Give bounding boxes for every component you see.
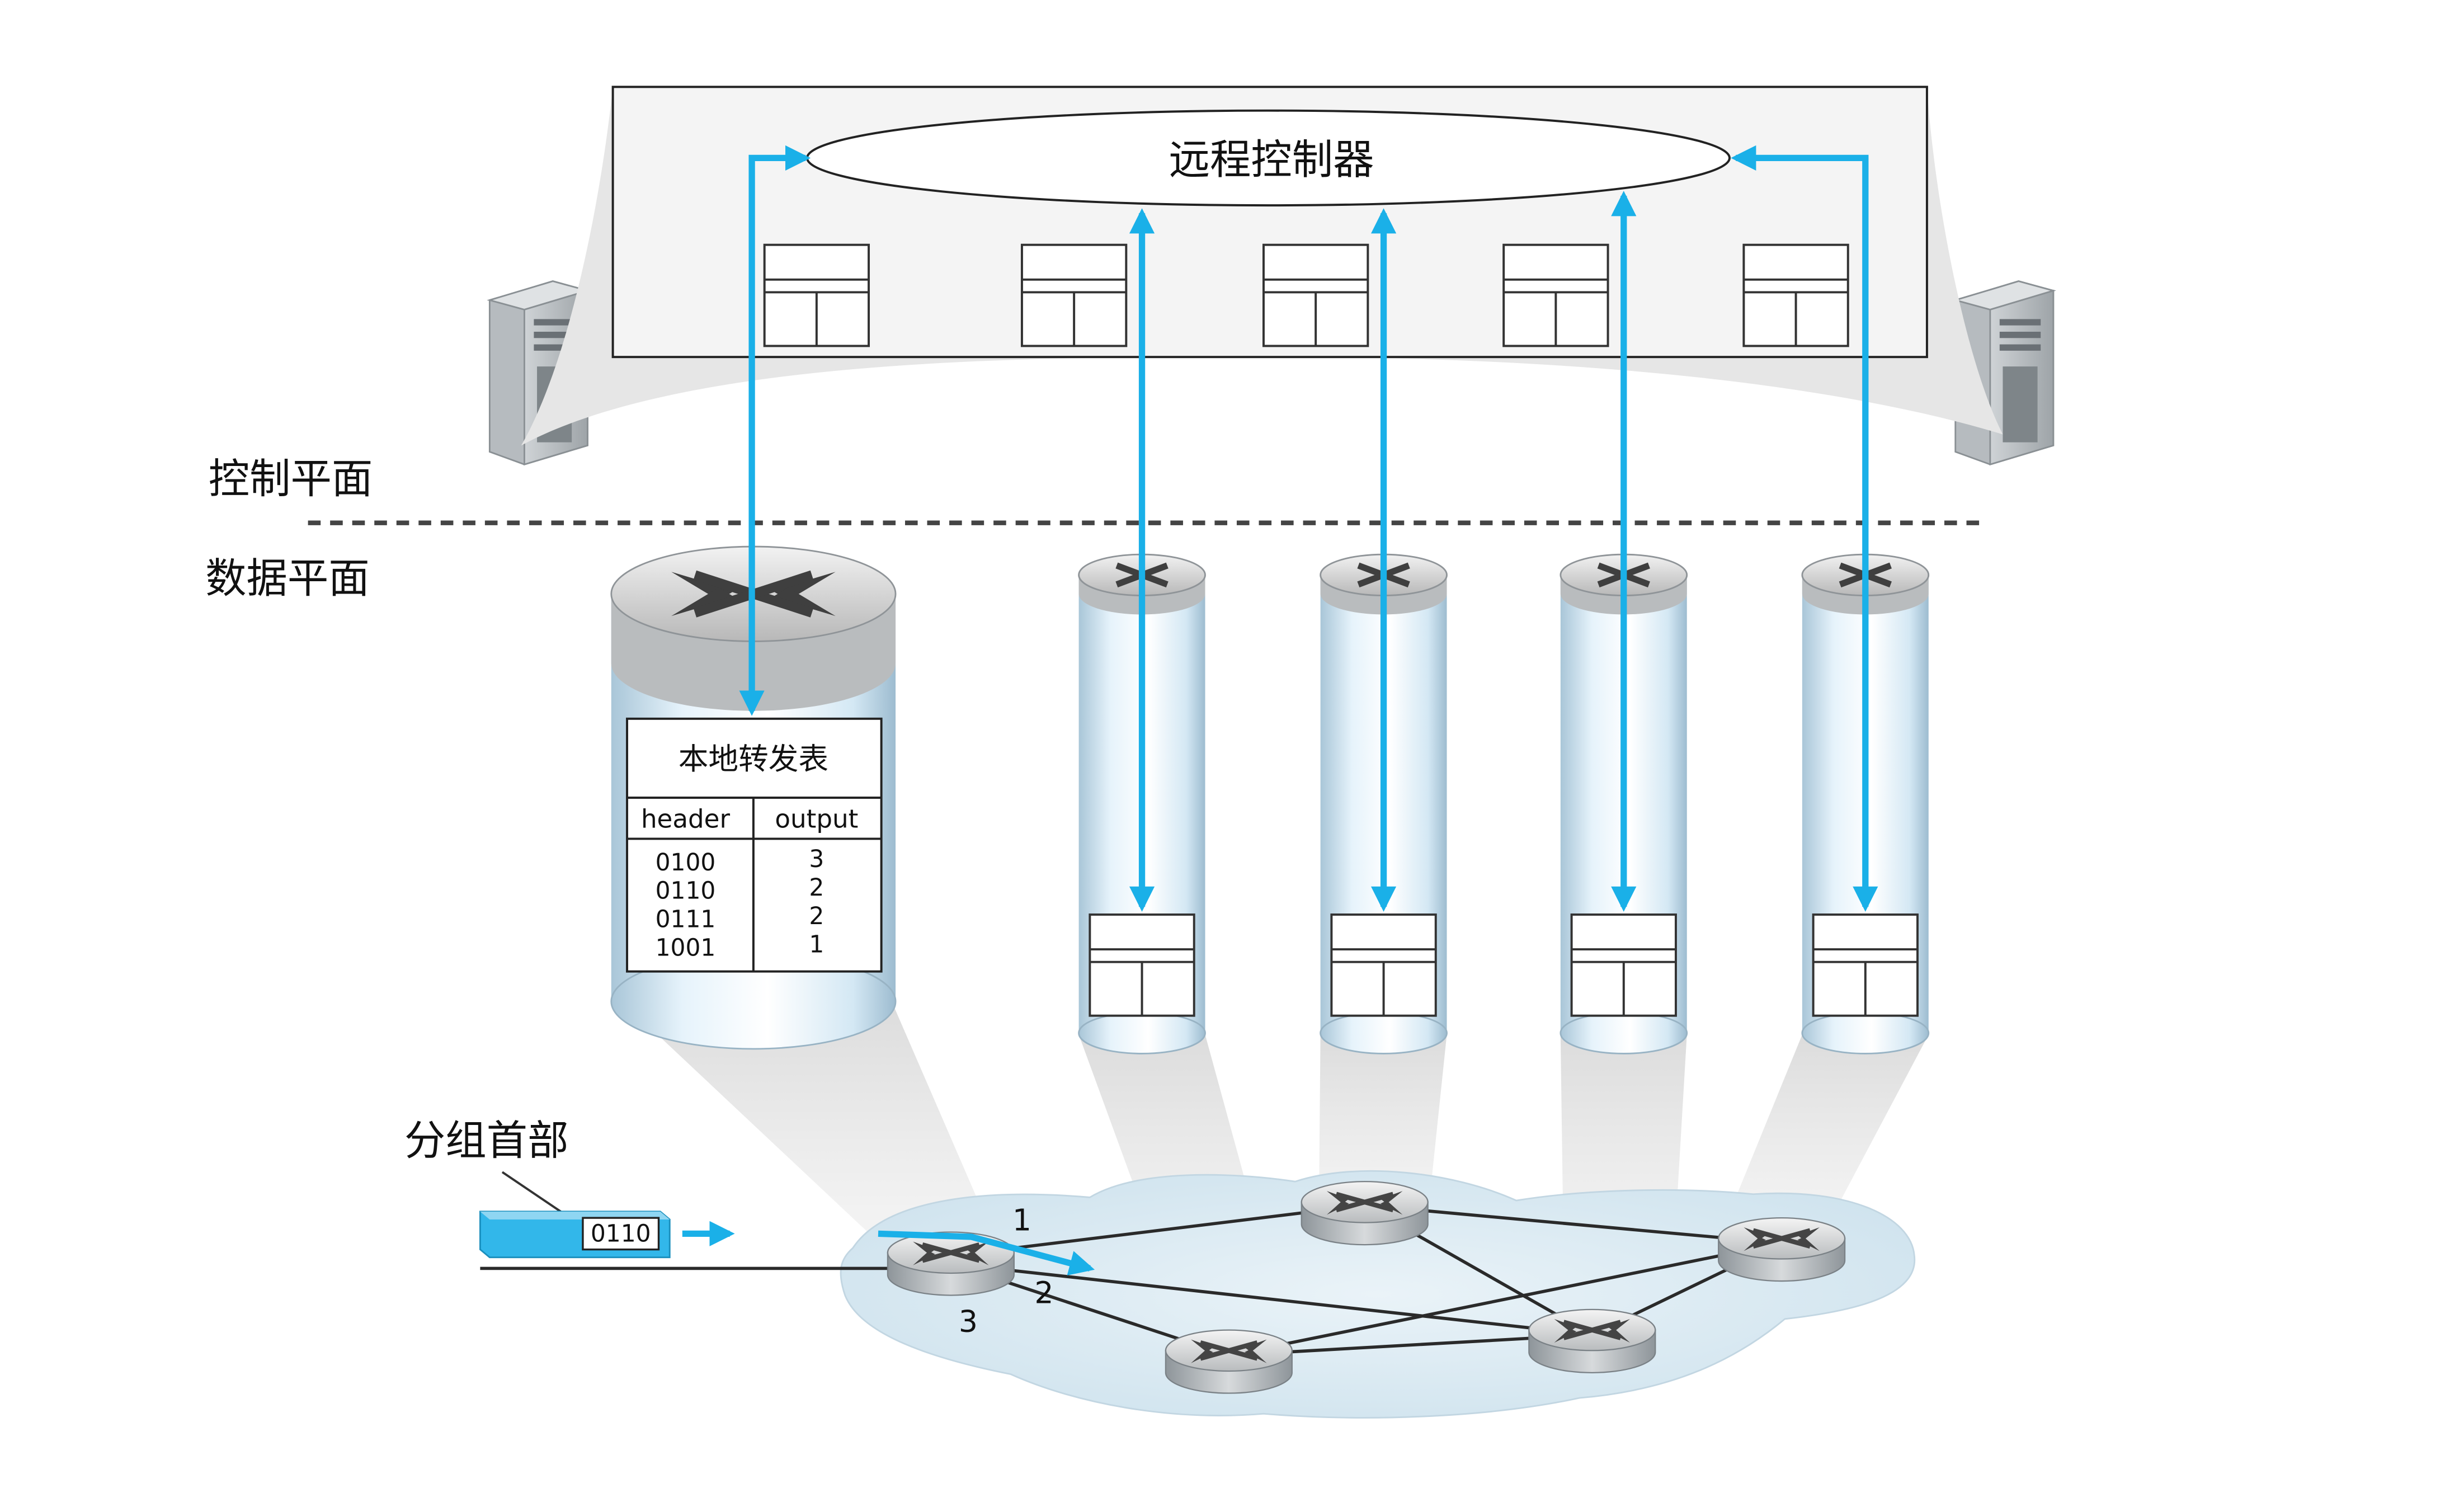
column-header: header xyxy=(641,804,731,834)
router xyxy=(1166,1330,1292,1393)
row-header-value: 0110 xyxy=(656,877,716,905)
port-label-3: 3 xyxy=(959,1303,978,1339)
port-label-2: 2 xyxy=(1034,1275,1053,1311)
port-label-1: 1 xyxy=(1012,1203,1031,1238)
packet: 0110 xyxy=(479,1171,735,1259)
row-output-value: 3 xyxy=(809,845,824,873)
packet-header-value: 0110 xyxy=(591,1219,651,1247)
row-output-value: 1 xyxy=(809,931,824,958)
data-plane-label: 数据平面 xyxy=(205,555,370,602)
router xyxy=(1302,1181,1428,1245)
arrow-controller-main xyxy=(739,145,811,716)
local-forwarding-table: 本地转发表 header output 0100 0110 0111 1001 … xyxy=(626,717,883,973)
column-output: output xyxy=(775,804,858,834)
row-output-value: 2 xyxy=(809,874,824,901)
remote-controller-label: 远程控制器 xyxy=(1169,136,1374,184)
row-header-value: 0100 xyxy=(656,849,716,876)
server-right xyxy=(1952,280,2056,466)
control-arrows xyxy=(739,145,1878,912)
forwarding-table-title: 本地转发表 xyxy=(679,741,828,776)
forwarding-arrow xyxy=(878,1230,1095,1275)
row-header-value: 0111 xyxy=(656,906,716,933)
row-output-value: 2 xyxy=(809,902,824,930)
packet-header-label: 分组首部 xyxy=(404,1117,569,1165)
arrow-controller-switch5 xyxy=(1731,145,1878,912)
control-plane-label: 控制平面 xyxy=(209,455,373,503)
switch-cylinders-small xyxy=(1078,553,1930,1054)
row-header-value: 1001 xyxy=(656,934,716,961)
router xyxy=(1718,1218,1845,1281)
router xyxy=(1529,1310,1655,1373)
